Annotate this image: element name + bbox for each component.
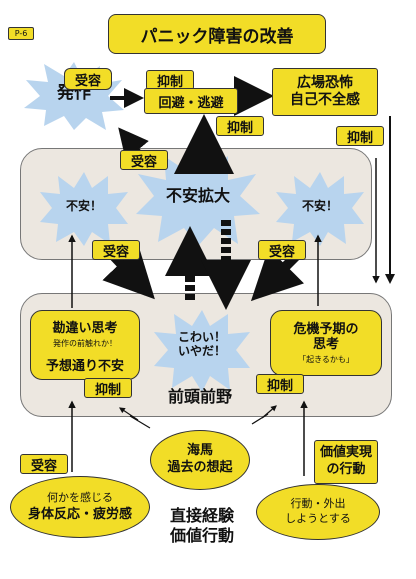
crisis-box: 危機予期の 思考 「起きるかも」 (270, 310, 382, 376)
go-out-ellipse: 行動・外出 しようとする (256, 484, 380, 540)
misthinking-sub: 発作の前触れか！ (53, 339, 117, 348)
fear-burst (154, 310, 250, 392)
acceptance-box-left: 受容 (92, 240, 140, 260)
body-line-2: 身体反応・疲労感 (27, 506, 132, 522)
crisis-title-line-2: 思考 (312, 337, 339, 353)
attack-burst (24, 62, 124, 130)
prefrontal-label: 前頭前野 (167, 387, 232, 406)
crisis-title-line-1: 危機予期の (293, 321, 359, 337)
arrow-hippocampus-left (119, 407, 151, 429)
arrow-hippocampus-right (251, 405, 277, 425)
suppression-box-lower-right: 抑制 (256, 374, 304, 394)
fear-label: こわい！ いやだ！ (168, 330, 236, 359)
acceptance-box-attack: 受容 (64, 68, 112, 90)
arrow-growth-to-attack (118, 127, 153, 168)
suppression-box-upper-right: 抑制 (216, 116, 264, 136)
suppression-box-top: 抑制 (146, 70, 194, 90)
misthinking-title: 勘違い思考 (52, 321, 118, 336)
acceptance-box-bottom: 受容 (20, 454, 68, 474)
agoraphobia-line-1: 広場恐怖 (297, 74, 353, 91)
direct-experience-label: 直接経験 価値行動 (152, 506, 252, 546)
fear-line-1: こわい！ (177, 330, 226, 344)
body-line-1: 何かを感じる (47, 490, 113, 504)
suppression-box-lower-left: 抑制 (84, 378, 132, 398)
suppression-box-far-right: 抑制 (336, 126, 384, 146)
direct-line-1: 直接経験 (169, 506, 234, 525)
page-tag: P-6 (8, 27, 34, 40)
anxiety-burst-left (40, 172, 128, 246)
acceptance-box-middle: 受容 (120, 150, 168, 170)
agoraphobia-box: 広場恐怖 自己不全感 (272, 68, 378, 116)
value-action-line-1: 価値実現 (319, 445, 372, 461)
body-reaction-ellipse: 何かを感じる 身体反応・疲労感 (10, 476, 150, 538)
goout-line-1: 行動・外出 (290, 497, 346, 511)
misthinking-box: 勘違い思考 発作の前触れか！ 予想通り不安 (30, 310, 140, 380)
agoraphobia-line-2: 自己不全感 (290, 92, 360, 108)
anxiety-label-left: 不安！ (65, 199, 102, 213)
avoidance-box: 回避・逃避 (144, 88, 238, 114)
anxiety-burst-right (276, 172, 364, 246)
hippocampus-line-2: 過去の想起 (167, 460, 233, 475)
value-action-box: 価値実現 の行動 (314, 440, 378, 484)
anxiety-growth-label: 不安拡大 (165, 186, 230, 205)
hippocampus-line-1: 海馬 (186, 443, 213, 459)
direct-line-2: 価値行動 (169, 526, 234, 545)
goout-line-2: しようとする (285, 512, 351, 525)
anxiety-label-right: 不安！ (301, 199, 338, 213)
hippocampus-ellipse: 海馬 過去の想起 (150, 430, 250, 490)
value-action-line-2: の行動 (326, 462, 366, 477)
expected-anxiety: 予想通り不安 (45, 359, 124, 374)
diagram-title: パニック障害の改善 (108, 14, 326, 54)
fear-line-2: いやだ！ (177, 343, 226, 358)
acceptance-box-right: 受容 (258, 240, 306, 260)
crisis-sub: 「起きるかも」 (298, 354, 354, 364)
